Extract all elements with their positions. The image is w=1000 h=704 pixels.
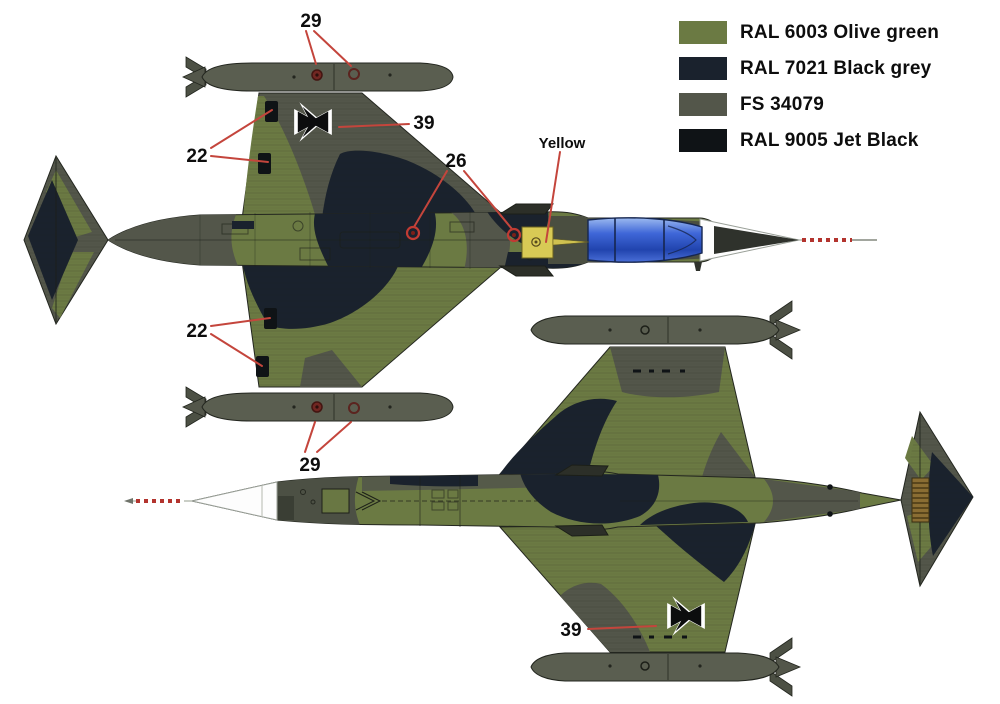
legend-color-swatch <box>679 21 727 44</box>
legend-label: RAL 6003 Olive green <box>740 21 940 43</box>
callout-label: 29 <box>299 455 320 476</box>
wing-lower <box>241 260 510 388</box>
aircraft-bottom-view <box>124 300 974 697</box>
callout-label: 22 <box>186 146 207 167</box>
intake-upper <box>498 203 555 215</box>
legend-color-swatch <box>679 57 727 80</box>
horizontal-stabilizer-bottom <box>900 410 974 588</box>
legend-label: RAL 7021 Black grey <box>740 57 932 79</box>
callout-yellow: Yellow <box>539 135 586 243</box>
callout-label: Yellow <box>539 135 586 152</box>
wing-lower-bottom-view <box>498 523 756 653</box>
filler-cap-marking <box>348 68 360 80</box>
nose-radome <box>694 218 800 271</box>
callouts: 29 39 22 26 Yellow 22 <box>186 11 657 641</box>
exhaust-nozzle <box>911 477 930 523</box>
tip-tank-upper <box>182 56 454 98</box>
horizontal-stabilizer <box>23 154 109 326</box>
nose-gear-door-chevron <box>355 491 382 511</box>
intake-lower <box>498 265 555 277</box>
callout-22-lower: 22 <box>186 317 271 367</box>
legend-item: RAL 6003 Olive green <box>679 21 939 44</box>
tip-tank-upper-bottom-view <box>530 300 802 360</box>
marked-fitting <box>506 227 522 243</box>
intake-upper <box>554 464 609 477</box>
pitot-probe-bottom <box>124 498 192 504</box>
legend-label: FS 34079 <box>740 93 824 115</box>
marked-fitting <box>405 225 421 241</box>
paint-legend: RAL 6003 Olive green RAL 7021 Black grey… <box>679 21 939 152</box>
wing-upper <box>241 92 510 220</box>
wing-vent-panel <box>258 153 271 174</box>
legend-color-swatch <box>679 93 727 116</box>
nose-radome-bottom <box>191 481 278 521</box>
callout-26: 26 <box>405 151 522 243</box>
legend-color-swatch <box>679 129 727 152</box>
tip-tank-lower-bottom-view <box>530 637 802 697</box>
wing-upper-bottom-view <box>498 346 756 478</box>
probe-spike <box>552 238 590 246</box>
callout-29-bottom: 29 <box>299 421 352 476</box>
callout-label: 39 <box>413 113 434 134</box>
intake-lower <box>554 524 609 537</box>
callout-label: 39 <box>560 620 581 641</box>
legend-item: FS 34079 <box>679 93 939 116</box>
callout-29-top: 29 <box>300 11 352 67</box>
filler-cap-marking <box>348 402 360 414</box>
tip-tank-lower <box>182 386 454 428</box>
callout-label: 29 <box>300 11 321 32</box>
callout-label: 22 <box>186 321 207 342</box>
nose-bay-panel <box>321 488 350 514</box>
callout-22-upper: 22 <box>186 109 273 167</box>
legend-item: RAL 9005 Jet Black <box>679 129 939 152</box>
yellow-panel <box>521 226 590 259</box>
cockpit-canopy <box>587 217 703 263</box>
callout-label: 26 <box>445 151 466 172</box>
legend-item: RAL 7021 Black grey <box>679 57 939 80</box>
fuselage-bottom-view <box>191 464 902 537</box>
aircraft-top-view <box>23 56 877 428</box>
callout-39-top: 39 <box>338 113 435 134</box>
wing-vent-panel <box>265 101 278 122</box>
callout-39-bottom: 39 <box>560 620 657 641</box>
legend-label: RAL 9005 Jet Black <box>740 129 919 151</box>
stencil-marking <box>232 221 254 229</box>
